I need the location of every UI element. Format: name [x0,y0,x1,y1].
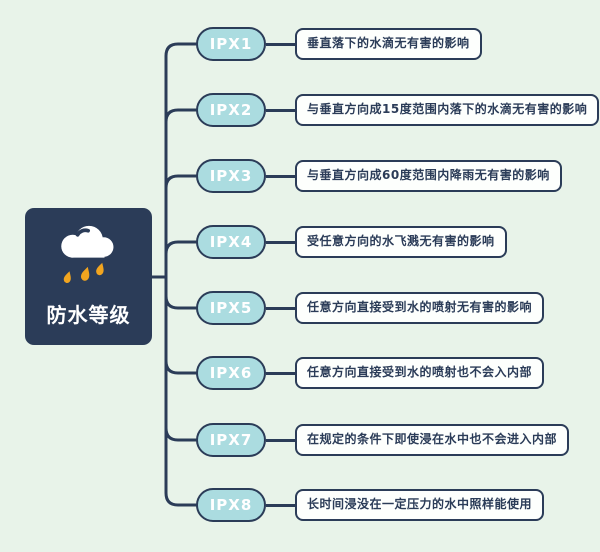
node-ipx4[interactable]: IPX4 [196,225,266,259]
branch-connector-ipx5 [164,294,198,310]
branch-connector-ipx2 [164,108,198,124]
branch-row-ipx2: IPX2 与垂直方向成15度范围内落下的水滴无有害的影响 [196,93,600,127]
description-node-ipx4[interactable]: 受任意方向的水飞溅无有害的影响 [295,226,507,258]
node-ipx1-label: IPX1 [209,35,253,53]
node-ipx2-label: IPX2 [209,101,253,119]
root-node-waterproof-rating[interactable]: 防水等级 [25,208,152,345]
node-ipx8[interactable]: IPX8 [196,488,266,522]
branch-connector-ipx3 [164,174,198,190]
branch-row-ipx7: IPX7 在规定的条件下即使浸在水中也不会进入内部 [196,423,570,457]
description-node-ipx6[interactable]: 任意方向直接受到水的喷射也不会入内部 [295,357,545,389]
node-ipx7[interactable]: IPX7 [196,423,266,457]
node-ipx3[interactable]: IPX3 [196,159,266,193]
rain-cloud-icon [60,225,113,283]
node-link-line [266,42,295,46]
node-link-line [266,240,295,244]
branch-row-ipx1: IPX1 垂直落下的水滴无有害的影响 [196,27,482,61]
description-node-ipx8[interactable]: 长时间浸没在一定压力的水中照样能使用 [295,489,545,521]
node-ipx6-label: IPX6 [209,364,253,382]
node-ipx3-label: IPX3 [209,167,253,185]
node-ipx5[interactable]: IPX5 [196,291,266,325]
branch-connector-ipx7 [164,426,198,442]
root-node-label: 防水等级 [46,303,131,327]
branch-connector-ipx6 [164,359,198,375]
description-node-ipx1[interactable]: 垂直落下的水滴无有害的影响 [295,28,482,60]
description-node-ipx7[interactable]: 在规定的条件下即使浸在水中也不会进入内部 [295,424,570,456]
description-node-ipx5[interactable]: 任意方向直接受到水的喷射无有害的影响 [295,292,545,324]
node-link-line [266,174,295,178]
node-ipx6[interactable]: IPX6 [196,356,266,390]
node-link-line [266,371,295,375]
branch-row-ipx3: IPX3 与垂直方向成60度范围内降雨无有害的影响 [196,159,562,193]
branch-row-ipx4: IPX4 受任意方向的水飞溅无有害的影响 [196,225,507,259]
description-node-ipx3[interactable]: 与垂直方向成60度范围内降雨无有害的影响 [295,160,562,192]
trunk-connector [164,42,198,507]
node-ipx4-label: IPX4 [209,233,253,251]
branch-row-ipx6: IPX6 任意方向直接受到水的喷射也不会入内部 [196,356,545,390]
description-node-ipx2[interactable]: 与垂直方向成15度范围内落下的水滴无有害的影响 [295,94,600,126]
node-link-line [266,438,295,442]
branch-row-ipx8: IPX8 长时间浸没在一定压力的水中照样能使用 [196,488,545,522]
node-ipx7-label: IPX7 [209,431,253,449]
node-ipx2[interactable]: IPX2 [196,93,266,127]
branch-connector-ipx4 [164,240,198,256]
node-ipx5-label: IPX5 [209,299,253,317]
node-ipx8-label: IPX8 [209,496,253,514]
node-link-line [266,108,295,112]
node-ipx1[interactable]: IPX1 [196,27,266,61]
node-link-line [266,306,295,310]
branch-row-ipx5: IPX5 任意方向直接受到水的喷射无有害的影响 [196,291,545,325]
node-link-line [266,503,295,507]
